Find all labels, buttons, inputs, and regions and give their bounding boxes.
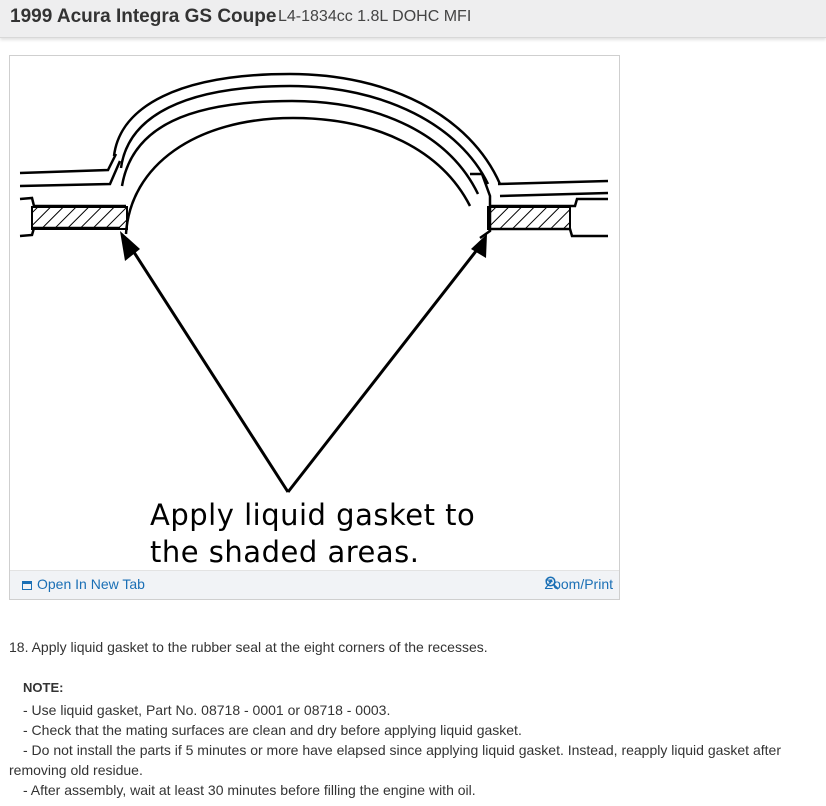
figure-caption-line-2: the shaded areas. xyxy=(150,535,420,569)
figure-toolbar: Open In New Tab Zoom/Print xyxy=(10,570,619,599)
gasket-diagram xyxy=(19,72,609,493)
vehicle-title: 1999 Acura Integra GS Coupe xyxy=(10,6,277,27)
open-in-new-tab-label: Open In New Tab xyxy=(37,576,145,592)
step-text: 18. Apply liquid gasket to the rubber se… xyxy=(9,639,488,655)
note-item: - Use liquid gasket, Part No. 08718 - 00… xyxy=(23,702,391,718)
open-in-new-tab-link[interactable]: Open In New Tab xyxy=(22,576,145,592)
page-header: 1999 Acura Integra GS Coupe L4-1834cc 1.… xyxy=(0,0,826,38)
note-item: - After assembly, wait at least 30 minut… xyxy=(23,782,476,798)
engine-subtitle: L4-1834cc 1.8L DOHC MFI xyxy=(278,8,472,25)
left-arrowhead xyxy=(120,231,140,261)
right-shaded-area xyxy=(487,206,571,230)
new-tab-icon xyxy=(22,581,32,590)
note-item: - Do not install the parts if 5 minutes … xyxy=(9,742,781,778)
note-list: - Use liquid gasket, Part No. 08718 - 00… xyxy=(9,700,809,800)
zoom-print-label: Zoom/Print xyxy=(544,576,613,592)
right-arrowhead xyxy=(471,234,487,258)
zoom-print-link[interactable]: Zoom/Print xyxy=(545,576,613,592)
diagram-figure: Apply liquid gasket to the shaded areas.… xyxy=(9,55,620,600)
note-item: - Check that the mating surfaces are cle… xyxy=(23,722,522,738)
zoom-icon xyxy=(544,576,559,590)
note-label: NOTE: xyxy=(23,680,64,695)
left-shaded-area xyxy=(31,206,128,230)
seal-arch xyxy=(112,72,502,240)
figure-caption-line-1: Apply liquid gasket to xyxy=(150,498,476,532)
pointer-arrows xyxy=(128,245,482,493)
